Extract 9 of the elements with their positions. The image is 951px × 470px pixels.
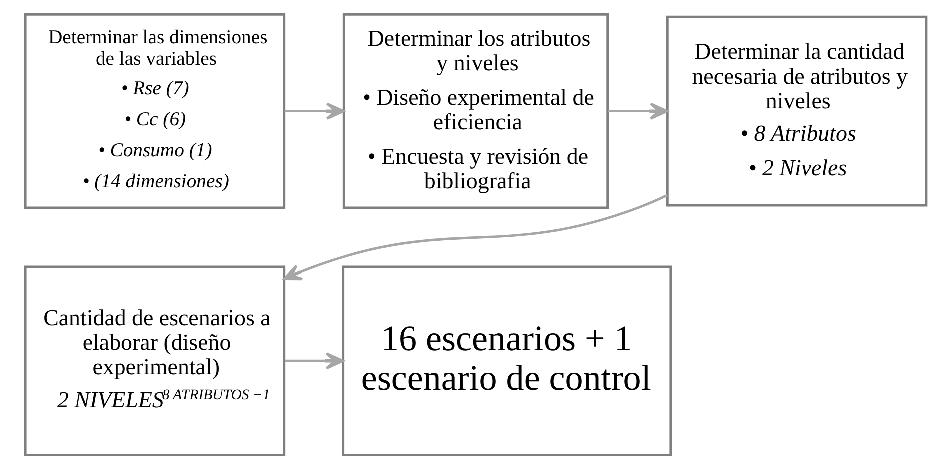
node-box: Cantidad de escenarios a elaborar (diseño experimental) 2 NIVELES$^{8 ATRIBUTOS −1}$ [24, 266, 286, 457]
arrow [284, 352, 344, 370]
node-box: Determinar las dimensiones de las variables • Rse (7) • Cc (6) • Consumo (1) • (14 dimensiones) [24, 13, 286, 210]
arrow [284, 102, 344, 120]
arrow [282, 194, 668, 281]
arrow [608, 102, 668, 120]
node-box: 16 escenarios + 1 escenario de control [342, 266, 672, 457]
node-box: Determinar los atributos y niveles • Diseño experimental de eficiencia • Encuesta y revisión de bibliografia [342, 13, 609, 210]
node-box: Determinar la cantidad necesaria de atributos y niveles • 8 Atributos • 2 Niveles [666, 16, 928, 207]
